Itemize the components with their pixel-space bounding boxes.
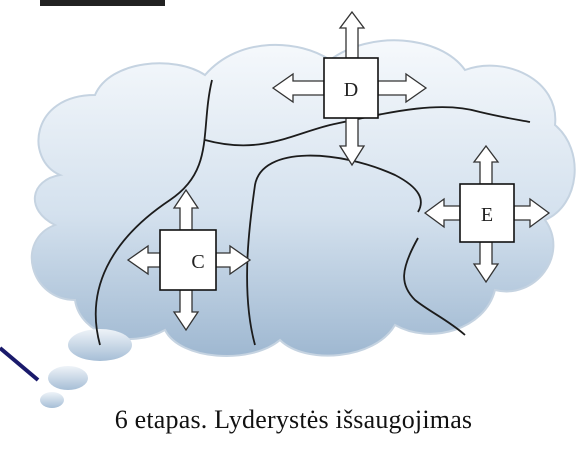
diagram-caption: 6 etapas. Lyderystės išsaugojimas — [114, 405, 473, 434]
divider-curve-left — [94, 79, 213, 346]
pointer-line — [0, 346, 40, 382]
thought-puff-small — [40, 392, 64, 408]
node-e-label: E — [481, 204, 493, 226]
node-e-box — [459, 183, 515, 243]
divider-curve-top — [204, 106, 531, 147]
node-e-arrows — [423, 144, 551, 284]
node-d-box — [323, 57, 379, 119]
node-c-label: C — [191, 251, 204, 273]
thought-puff-medium — [48, 366, 88, 390]
cropped-text-fragment — [40, 0, 165, 6]
node-c-box — [159, 229, 217, 291]
divider-curve-center — [246, 154, 422, 346]
node-d-label: D — [344, 79, 358, 101]
divider-curve-right — [403, 237, 466, 336]
